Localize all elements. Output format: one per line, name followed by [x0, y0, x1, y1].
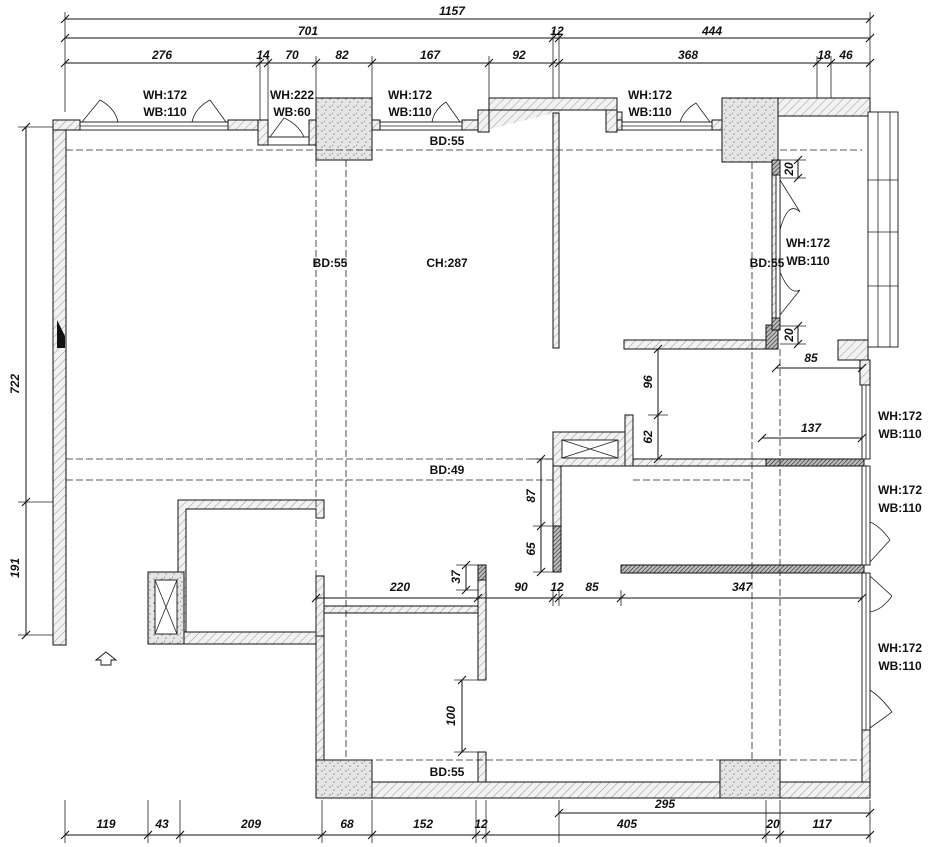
dim-interior: 65: [524, 542, 538, 556]
window-label: WB:110: [388, 105, 432, 119]
dim-top-left: 701: [298, 24, 318, 38]
beam-lines: [66, 149, 862, 786]
dim-bottom-seg: 20: [765, 817, 780, 831]
window-label: WH:172: [388, 88, 432, 102]
beam-depth-label: BD:55: [313, 256, 348, 270]
beam-depth-label: BD:55: [430, 765, 465, 779]
annotations: WH:172 WB:110 WH:222 WB:60 WH:172 WB:110…: [143, 88, 922, 779]
dim-top-seg: 368: [678, 48, 698, 62]
window-label: WB:110: [878, 659, 922, 673]
dim-top-seg: 92: [512, 48, 526, 62]
window-label: WH:172: [878, 483, 922, 497]
window-label: WH:222: [270, 88, 314, 102]
window-label: WH:172: [878, 409, 922, 423]
dim-bottom-seg: 152: [413, 817, 433, 831]
window-label: WH:172: [878, 641, 922, 655]
dim-top-seg: 70: [285, 48, 299, 62]
dim-bottom-seg: 209: [240, 817, 261, 831]
window-label: WB:110: [878, 501, 922, 515]
dim-top-seg: 46: [838, 48, 853, 62]
dim-left-upper: 722: [8, 374, 22, 394]
dim-top-seg: 14: [256, 48, 270, 62]
dim-interior: 62: [641, 430, 655, 444]
ceiling-height-label: CH:287: [426, 256, 468, 270]
beam-depth-label: BD:55: [750, 256, 785, 270]
dim-bottom-upper: 295: [654, 797, 675, 811]
dim-top-seg: 82: [335, 48, 349, 62]
dim-bottom-seg: 405: [616, 817, 637, 831]
dim-interior: 100: [444, 706, 458, 726]
dim-interior: 12: [550, 580, 564, 594]
window-label: WB:110: [878, 427, 922, 441]
beam-depth-label: BD:55: [430, 134, 465, 148]
dim-bottom-seg: 117: [812, 817, 832, 831]
top-dimension-chain: 1157 701 12 444 276 14 70 82 167 92 368 …: [60, 4, 875, 120]
dim-bottom-seg: 12: [474, 817, 488, 831]
beam-depth-label: BD:49: [430, 463, 465, 477]
dim-interior: 90: [514, 580, 528, 594]
dim-top-mid: 12: [550, 24, 564, 38]
dim-left-lower: 191: [8, 558, 22, 578]
interior-dimensions: 20 20 85 96 62 137 87 65 37 220 90 12 85…: [311, 155, 867, 757]
dim-bottom-seg: 119: [96, 817, 115, 831]
dim-interior: 20: [782, 162, 796, 177]
windows: [79, 99, 899, 731]
dim-interior: 20: [782, 328, 796, 343]
window-label: WB:60: [273, 105, 311, 119]
bottom-dimension-chain: 295 119 43 209 68 152 12 405 20 117: [60, 797, 875, 843]
dim-top-seg: 167: [420, 48, 441, 62]
dim-interior: 347: [732, 580, 753, 594]
window-label: WH:172: [786, 236, 830, 250]
dim-interior: 87: [524, 488, 538, 503]
walls: [52, 97, 871, 799]
dim-top-seg: 276: [151, 48, 172, 62]
dim-top-seg: 18: [817, 48, 831, 62]
dim-interior: 85: [585, 580, 599, 594]
dim-top-overall: 1157: [439, 4, 466, 18]
window-label: WH:172: [143, 88, 187, 102]
dim-interior: 85: [804, 351, 818, 365]
window-label: WH:172: [628, 88, 672, 102]
dim-interior: 96: [641, 375, 655, 389]
stair-arrow-icon: [57, 320, 65, 348]
dim-interior: 220: [389, 580, 410, 594]
dim-bottom-seg: 68: [340, 817, 354, 831]
window-label: WB:110: [628, 105, 672, 119]
dim-interior: 37: [449, 569, 463, 584]
entrance-arrow-icon: [94, 651, 118, 666]
dim-top-right: 444: [701, 24, 722, 38]
dim-bottom-seg: 43: [154, 817, 169, 831]
dim-interior: 137: [801, 421, 822, 435]
window-label: WB:110: [786, 254, 830, 268]
window-label: WB:110: [143, 105, 187, 119]
left-dimension-chain: 722 191: [8, 122, 54, 640]
